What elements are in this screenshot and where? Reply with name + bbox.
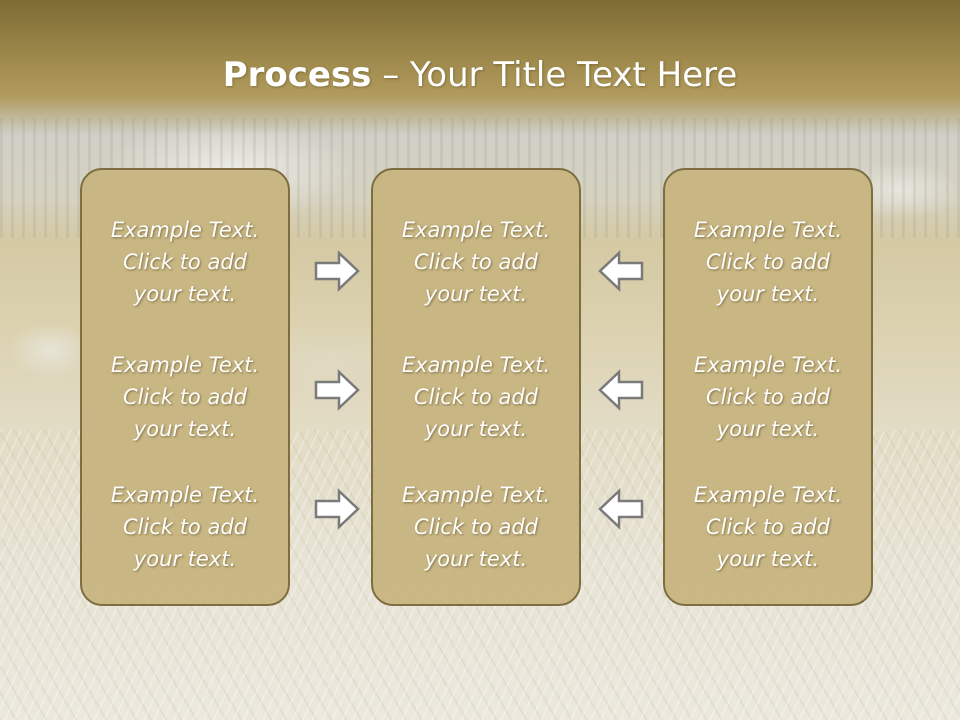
text-line: your text. [716,417,820,441]
text-line: Example Text. [401,218,551,242]
panel-text-block[interactable]: Example Text. Click to add your text. [82,214,288,310]
panel-left[interactable]: Example Text. Click to add your text. Ex… [80,168,290,606]
text-line: Click to add [413,385,538,409]
slide-title[interactable]: Process – Your Title Text Here [0,52,960,98]
panel-text-block[interactable]: Example Text. Click to add your text. [373,214,579,310]
arrow-right-icon[interactable] [313,488,361,530]
title-rest: – Your Title Text Here [371,55,738,95]
text-line: your text. [133,282,237,306]
text-line: Example Text. [693,218,843,242]
panel-text-block[interactable]: Example Text. Click to add your text. [665,349,871,445]
arrow-left-icon[interactable] [597,250,645,292]
text-line: Click to add [122,250,247,274]
text-line: your text. [133,417,237,441]
text-line: Click to add [122,515,247,539]
text-line: your text. [424,417,528,441]
title-bold: Process [222,55,372,95]
text-line: Click to add [122,385,247,409]
text-line: your text. [133,547,237,571]
panel-text-block[interactable]: Example Text. Click to add your text. [82,479,288,575]
panel-text-block[interactable]: Example Text. Click to add your text. [665,479,871,575]
text-line: your text. [424,282,528,306]
text-line: Example Text. [401,353,551,377]
panel-center[interactable]: Example Text. Click to add your text. Ex… [371,168,581,606]
panel-text-block[interactable]: Example Text. Click to add your text. [373,479,579,575]
text-line: Click to add [705,385,830,409]
text-line: Example Text. [110,353,260,377]
text-line: Example Text. [693,483,843,507]
arrow-right-icon[interactable] [313,369,361,411]
text-line: Click to add [413,515,538,539]
header-band [0,0,960,135]
text-line: Example Text. [693,353,843,377]
text-line: Click to add [705,515,830,539]
text-line: Click to add [705,250,830,274]
text-line: your text. [716,282,820,306]
panel-text-block[interactable]: Example Text. Click to add your text. [665,214,871,310]
panel-text-block[interactable]: Example Text. Click to add your text. [82,349,288,445]
panel-right[interactable]: Example Text. Click to add your text. Ex… [663,168,873,606]
arrow-left-icon[interactable] [597,488,645,530]
arrow-right-icon[interactable] [313,250,361,292]
arrow-left-icon[interactable] [597,369,645,411]
text-line: Click to add [413,250,538,274]
text-line: Example Text. [110,483,260,507]
panel-text-block[interactable]: Example Text. Click to add your text. [373,349,579,445]
text-line: Example Text. [110,218,260,242]
text-line: Example Text. [401,483,551,507]
text-line: your text. [716,547,820,571]
text-line: your text. [424,547,528,571]
